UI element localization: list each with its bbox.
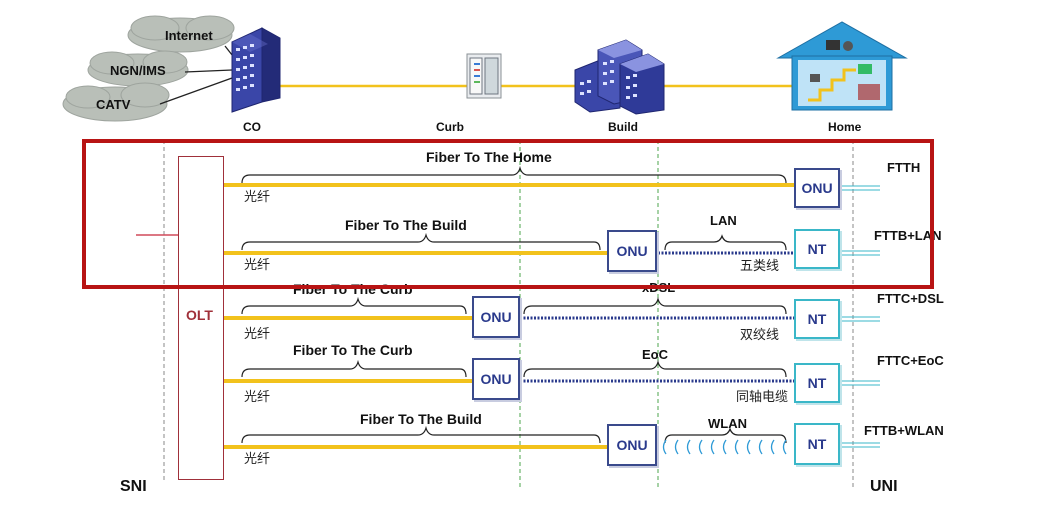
nt-box: NT xyxy=(794,299,840,339)
wireless-wave-icon xyxy=(662,439,787,455)
onu-box: ONU xyxy=(607,230,657,272)
nt-box: NT xyxy=(794,423,840,465)
access-label-lan: LAN xyxy=(710,213,737,228)
street-cabinet-icon xyxy=(466,53,502,99)
sni-label: SNI xyxy=(120,478,147,495)
cloud-label-ngn-ims: NGN/IMS xyxy=(110,63,166,78)
access-cn-label: 五类线 xyxy=(740,259,780,274)
home-icon xyxy=(776,21,908,111)
fiber-cn-label: 光纤 xyxy=(244,258,271,273)
type-label-fttb-lan: FTTB+LAN xyxy=(874,228,942,243)
row-fttc-dsl-lines xyxy=(224,296,880,322)
apartment-building-icon xyxy=(574,39,665,115)
access-label-eoc: EoC xyxy=(642,347,668,362)
central-office-building-icon xyxy=(231,27,281,113)
fiber-cn-label: 光纤 xyxy=(244,452,271,467)
row-fttb-wlan-lines xyxy=(224,425,880,455)
fiber-label-fttb: Fiber To The Build xyxy=(360,411,482,427)
highlight-frame xyxy=(82,139,934,289)
fiber-label-fttc: Fiber To The Curb xyxy=(293,342,413,358)
row-fttc-eoc-lines xyxy=(224,359,880,386)
type-label-ftth: FTTH xyxy=(887,160,921,175)
fiber-cn-label: 光纤 xyxy=(244,327,271,342)
onu-box: ONU xyxy=(607,424,657,466)
row-fttb-lan-lines xyxy=(224,232,880,256)
access-label-wlan: WLAN xyxy=(708,416,747,431)
access-cn-label: 同轴电缆 xyxy=(736,390,789,405)
onu-box: ONU xyxy=(794,168,840,208)
label-co: CO xyxy=(243,120,261,134)
label-curb: Curb xyxy=(436,120,464,134)
fiber-label-ftth: Fiber To The Home xyxy=(426,149,552,165)
olt-label: OLT xyxy=(186,307,213,323)
type-label-fttc-dsl: FTTC+DSL xyxy=(877,291,944,306)
type-label-fttb-wlan: FTTB+WLAN xyxy=(864,423,944,438)
onu-box: ONU xyxy=(472,296,520,338)
cloud-icon xyxy=(62,15,235,122)
uni-label: UNI xyxy=(870,478,898,495)
nt-box: NT xyxy=(794,363,840,403)
type-label-fttc-eoc: FTTC+EoC xyxy=(877,353,944,368)
separator-lines xyxy=(163,140,854,488)
onu-box: ONU xyxy=(472,358,520,400)
fiber-label-fttb: Fiber To The Build xyxy=(345,217,467,233)
label-build: Build xyxy=(608,120,638,134)
fiber-cn-label: 光纤 xyxy=(244,390,271,405)
nt-box: NT xyxy=(794,229,840,269)
fiber-cn-label: 光纤 xyxy=(244,190,271,205)
cloud-label-catv: CATV xyxy=(96,97,131,112)
label-home: Home xyxy=(828,120,862,134)
cloud-label-internet: Internet xyxy=(165,28,213,43)
access-cn-label: 双绞线 xyxy=(740,328,780,343)
row-ftth-lines xyxy=(224,165,880,191)
olt-box xyxy=(178,156,224,480)
